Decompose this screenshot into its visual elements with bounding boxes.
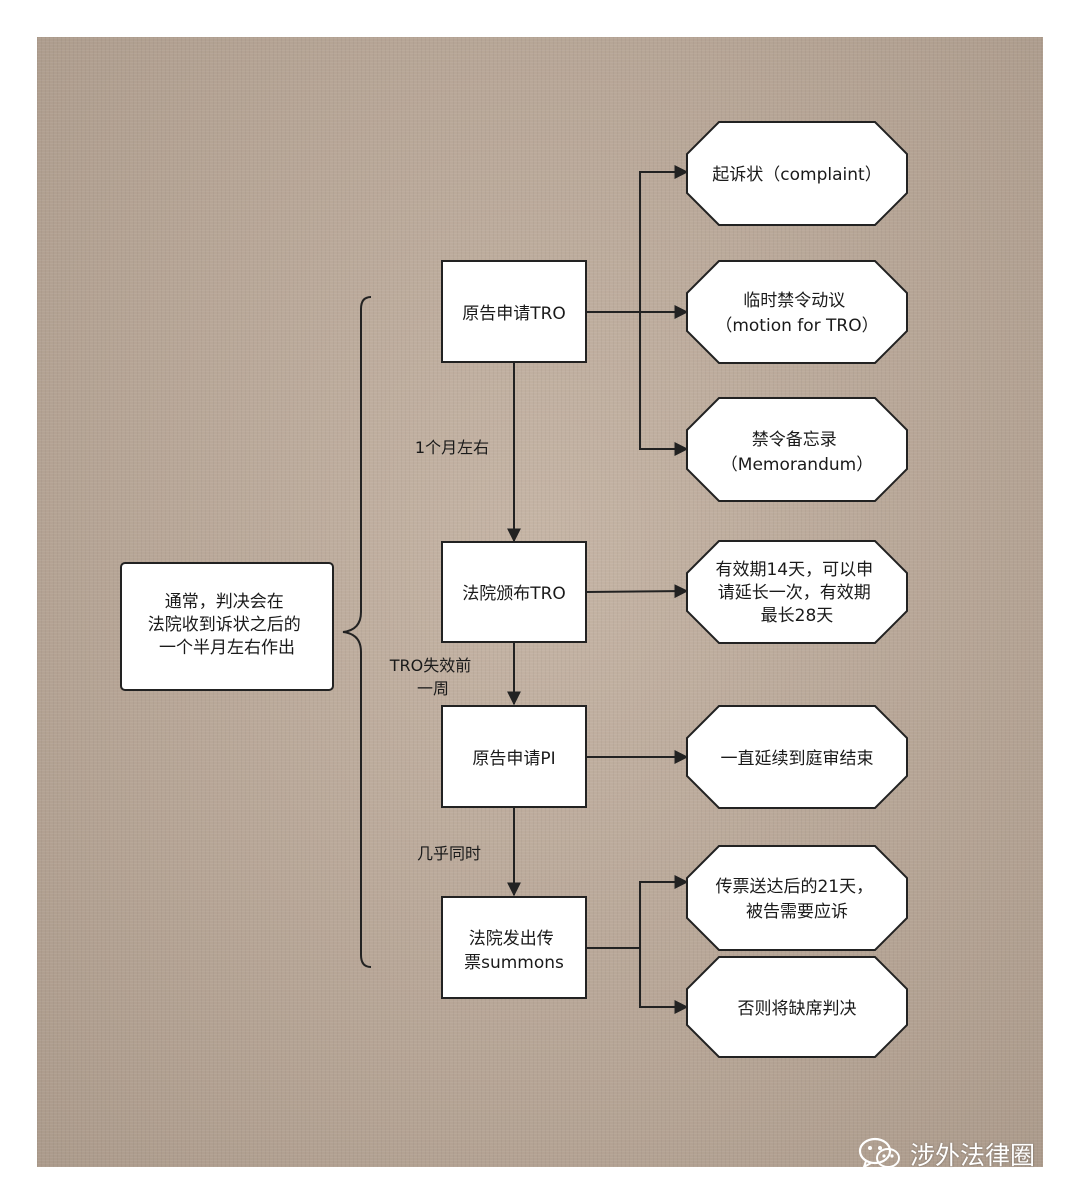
node-motion-text: 临时禁令动议 （motion for TRO） [715,291,878,336]
node-court-summons: 法院发出传 票summons [441,896,587,999]
node-court-tro-text: 法院颁布TRO [462,584,566,604]
edge-summons-to-default [639,948,689,1014]
edge-court-tro-to-validity [585,584,689,599]
node-plaintiff-tro-text: 原告申请TRO [462,304,566,324]
node-until-trial: 一直延续到庭审结束 [686,705,908,809]
node-validity-text: 有效期14天，可以申 请延长一次，有效期 最长28天 [715,560,878,626]
node-validity: 有效期14天，可以申 请延长一次，有效期 最长28天 [686,540,908,644]
node-memorandum-text: 禁令备忘录 （Memorandum） [721,430,873,475]
edge-label-week-before: TRO失效前 一周 [389,656,477,698]
edge-summons-to-respond [586,875,689,949]
node-default: 否则将缺席判决 [686,956,908,1058]
node-memorandum: 禁令备忘录 （Memorandum） [686,397,908,502]
node-default-text: 否则将缺席判决 [738,999,857,1019]
node-respond: 传票送达后的21天， 被告需要应诉 [686,845,908,951]
node-plaintiff-pi-text: 原告申请PI [472,749,555,769]
edge-tro-to-memorandum [639,312,689,456]
node-complaint-text: 起诉状（complaint） [712,165,881,185]
node-plaintiff-pi: 原告申请PI [441,705,587,808]
grouping-brace [342,296,372,968]
node-summary-text: 通常，判决会在 法院收到诉状之后的 一个半月左右作出 [148,592,306,658]
node-respond-text: 传票送达后的21天， 被告需要应诉 [715,877,878,922]
watermark: 涉外法律圈 [858,1134,1035,1174]
flowchart: 通常，判决会在 法院收到诉状之后的 一个半月左右作出 原告申请TRO 法院颁布T… [120,121,908,1058]
watermark-label: 涉外法律圈 [910,1141,1036,1170]
node-motion: 临时禁令动议 （motion for TRO） [686,260,908,364]
wechat-icon [858,1137,900,1170]
node-court-summons-text: 法院发出传 票summons [464,929,564,973]
edge-label-one-month: 1个月左右 [415,438,489,457]
node-summary: 通常，判决会在 法院收到诉状之后的 一个半月左右作出 [120,562,334,691]
node-complaint: 起诉状（complaint） [686,121,908,226]
node-until-trial-text: 一直延续到庭审结束 [721,749,874,769]
node-court-tro: 法院颁布TRO [441,541,587,643]
edge-label-almost-same-time: 几乎同时 [417,844,481,863]
edge-tro-branch-trunk [586,165,689,313]
diagram-canvas: 通常，判决会在 法院收到诉状之后的 一个半月左右作出 原告申请TRO 法院颁布T… [37,37,1043,1167]
node-plaintiff-tro: 原告申请TRO [441,260,587,363]
